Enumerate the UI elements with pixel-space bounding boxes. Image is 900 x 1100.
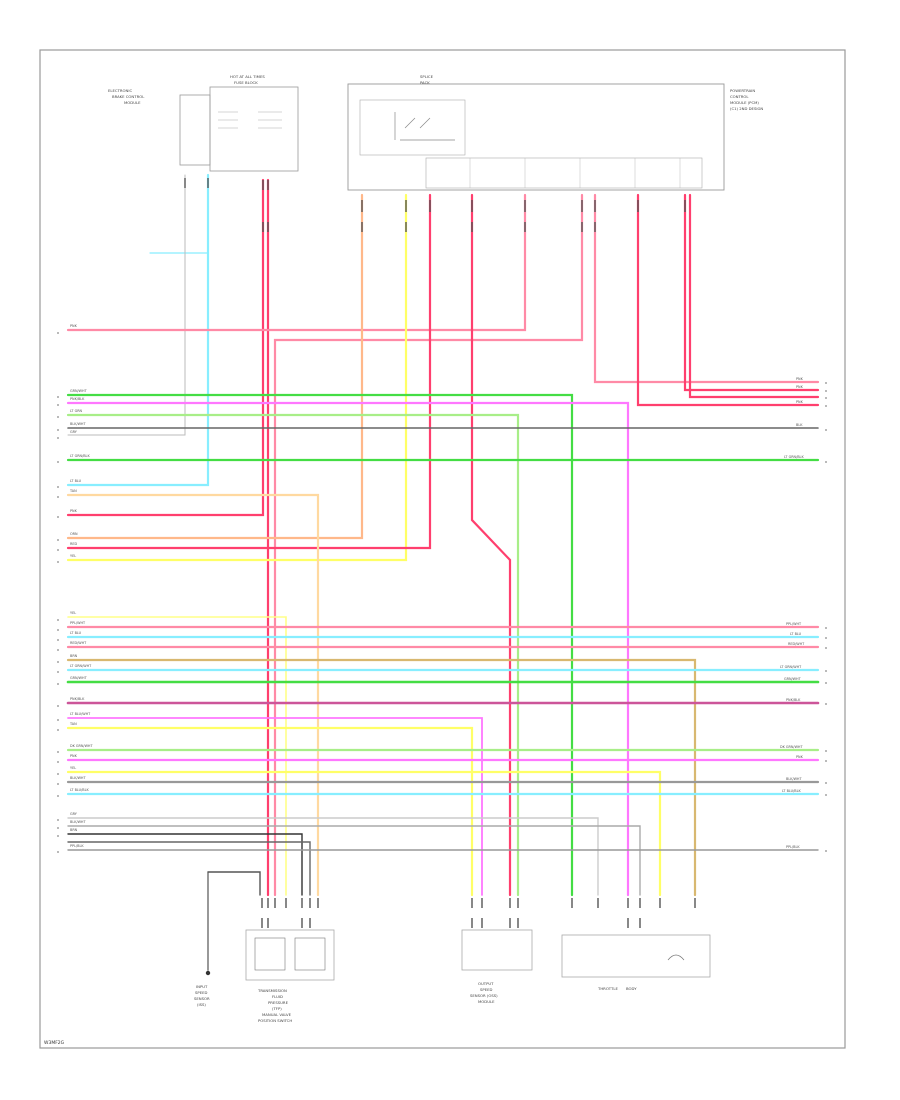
- left-pin-markers: [57, 332, 59, 853]
- splice-pack-label-1: SPLICE: [420, 74, 434, 79]
- svg-text:GRY: GRY: [70, 430, 78, 434]
- svg-text:LT BLU: LT BLU: [790, 632, 802, 636]
- svg-text:PNK: PNK: [70, 509, 78, 513]
- svg-text:LT GRN/WHT: LT GRN/WHT: [780, 665, 802, 669]
- wire-pink-right-1: [593, 193, 820, 384]
- output-speed-sensor: OUTPUT SPEED SENSOR (OSS) MODULE: [461, 929, 533, 1004]
- svg-text:PNK: PNK: [70, 324, 78, 328]
- svg-text:YEL: YEL: [70, 554, 76, 558]
- svg-text:BLK/WHT: BLK/WHT: [70, 820, 86, 824]
- top-left-module-title-3: MODULE: [124, 100, 141, 105]
- svg-text:ORN: ORN: [70, 532, 78, 536]
- svg-text:SENSOR: SENSOR: [194, 996, 210, 1001]
- right-pin-markers: [825, 382, 827, 852]
- svg-text:BLK/WHT: BLK/WHT: [70, 776, 86, 780]
- pcm-label-1: POWERTRAIN: [730, 88, 755, 93]
- wire-traces: [66, 173, 820, 971]
- svg-text:DK GRN/WHT: DK GRN/WHT: [780, 745, 803, 749]
- svg-text:SPEED: SPEED: [195, 990, 207, 995]
- svg-text:LT GRN/WHT: LT GRN/WHT: [70, 664, 92, 668]
- top-left-module: ELECTRONIC BRAKE CONTROL MODULE HOT AT A…: [108, 74, 299, 172]
- svg-text:DK GRN/WHT: DK GRN/WHT: [70, 744, 93, 748]
- svg-text:LT BLU/BLK: LT BLU/BLK: [782, 789, 801, 793]
- svg-text:RED: RED: [70, 542, 77, 546]
- svg-text:LT GRN/BLK: LT GRN/BLK: [70, 454, 90, 458]
- diagram-frame: [39, 49, 846, 1049]
- wire-orange: [66, 193, 364, 540]
- svg-text:MANUAL VALVE: MANUAL VALVE: [262, 1012, 292, 1017]
- svg-text:BODY: BODY: [626, 986, 637, 991]
- wire-green-bus: [66, 393, 574, 897]
- input-speed-sensor: INPUT SPEED SENSOR (ISS): [194, 970, 211, 1007]
- svg-text:PNK: PNK: [796, 385, 804, 389]
- tfp-switch: TRANSMISSION FLUID PRESSURE (TFP) MANUAL…: [245, 929, 335, 1023]
- svg-text:PPL/BLK: PPL/BLK: [786, 845, 800, 849]
- svg-text:SENSOR (OSS): SENSOR (OSS): [470, 993, 498, 998]
- svg-text:YEL: YEL: [70, 766, 76, 770]
- svg-text:YEL: YEL: [70, 611, 76, 615]
- connector-ticks: [184, 178, 686, 232]
- svg-text:PPL/WHT: PPL/WHT: [70, 621, 86, 625]
- svg-text:PPL/BLK: PPL/BLK: [70, 844, 84, 848]
- svg-text:GRN/WHT: GRN/WHT: [784, 677, 802, 681]
- svg-text:POSITION SWITCH: POSITION SWITCH: [258, 1018, 292, 1023]
- svg-text:PPL/WHT: PPL/WHT: [786, 622, 802, 626]
- svg-text:FLUID: FLUID: [272, 994, 283, 999]
- pcm-label-3: MODULE (PCM): [730, 100, 759, 105]
- svg-text:PNK: PNK: [70, 754, 78, 758]
- svg-text:PNK: PNK: [796, 400, 804, 404]
- diagram-code: W3MF2G: [44, 1040, 65, 1046]
- top-left-module-title-2: BRAKE CONTROL: [112, 94, 145, 99]
- left-wire-labels: PNK GRN/WHT PNK/BLK LT GRN BLK/WHT GRY L…: [69, 324, 93, 848]
- svg-text:SPEED: SPEED: [480, 987, 492, 992]
- svg-text:BLK/WHT: BLK/WHT: [786, 777, 802, 781]
- svg-text:BRN: BRN: [70, 828, 78, 832]
- pcm-label-2: CONTROL: [730, 94, 749, 99]
- svg-text:RED/WHT: RED/WHT: [70, 641, 87, 645]
- pcm-label-4: (C1) 2ND DESIGN: [730, 106, 763, 111]
- svg-text:TRANSMISSION: TRANSMISSION: [257, 988, 287, 993]
- svg-text:LT BLU/WHT: LT BLU/WHT: [70, 712, 91, 716]
- svg-text:TAN: TAN: [69, 489, 77, 493]
- svg-text:PNK: PNK: [796, 377, 804, 381]
- svg-text:PNK/BLK: PNK/BLK: [786, 698, 801, 702]
- svg-text:INPUT: INPUT: [196, 984, 208, 989]
- right-wire-labels: PNK PNK PNK BLK LT GRN/BLK PPL/WHT LT BL…: [780, 377, 805, 849]
- powertrain-control-module: SPLICE PACK POWERTRAIN CONTROL MODULE (P…: [347, 74, 763, 191]
- svg-text:PRESSURE: PRESSURE: [268, 1000, 289, 1005]
- svg-text:OUTPUT: OUTPUT: [478, 981, 494, 986]
- svg-text:LT BLU: LT BLU: [70, 631, 82, 635]
- wire-pink-top: [66, 193, 527, 332]
- svg-text:(ISS): (ISS): [197, 1002, 206, 1007]
- svg-text:RED/WHT: RED/WHT: [788, 642, 805, 646]
- wire-yellow: [66, 193, 408, 562]
- fuse-block-title-2: FUSE BLOCK: [234, 80, 258, 85]
- svg-text:TAN: TAN: [69, 722, 77, 726]
- svg-text:GRN/WHT: GRN/WHT: [70, 389, 88, 393]
- svg-text:LT BLU: LT BLU: [70, 479, 82, 483]
- wire-lt-blu: [66, 173, 210, 487]
- svg-text:PNK: PNK: [796, 755, 804, 759]
- svg-text:GRY: GRY: [70, 812, 78, 816]
- bottom-connector-ticks: [261, 898, 696, 928]
- svg-text:GRN/WHT: GRN/WHT: [70, 676, 88, 680]
- svg-text:BRN: BRN: [70, 654, 78, 658]
- svg-text:BLK: BLK: [796, 423, 803, 427]
- svg-text:LT GRN: LT GRN: [70, 409, 83, 413]
- svg-text:(TFP): (TFP): [272, 1006, 282, 1011]
- wire-red-fuse: [66, 178, 265, 517]
- svg-text:MODULE: MODULE: [478, 999, 495, 1004]
- svg-text:BLK/WHT: BLK/WHT: [70, 422, 86, 426]
- svg-text:PNK/BLK: PNK/BLK: [70, 397, 85, 401]
- top-left-module-title-1: ELECTRONIC: [108, 88, 132, 93]
- splice-pack-label-2: PACK: [420, 80, 430, 85]
- svg-text:LT GRN/BLK: LT GRN/BLK: [784, 455, 804, 459]
- svg-text:LT BLU/BLK: LT BLU/BLK: [70, 788, 89, 792]
- fuse-block-title-1: HOT AT ALL TIMES: [230, 74, 265, 79]
- svg-text:PNK/BLK: PNK/BLK: [70, 697, 85, 701]
- svg-text:THROTTLE: THROTTLE: [597, 986, 618, 991]
- throttle-body: THROTTLE BODY: [561, 934, 711, 991]
